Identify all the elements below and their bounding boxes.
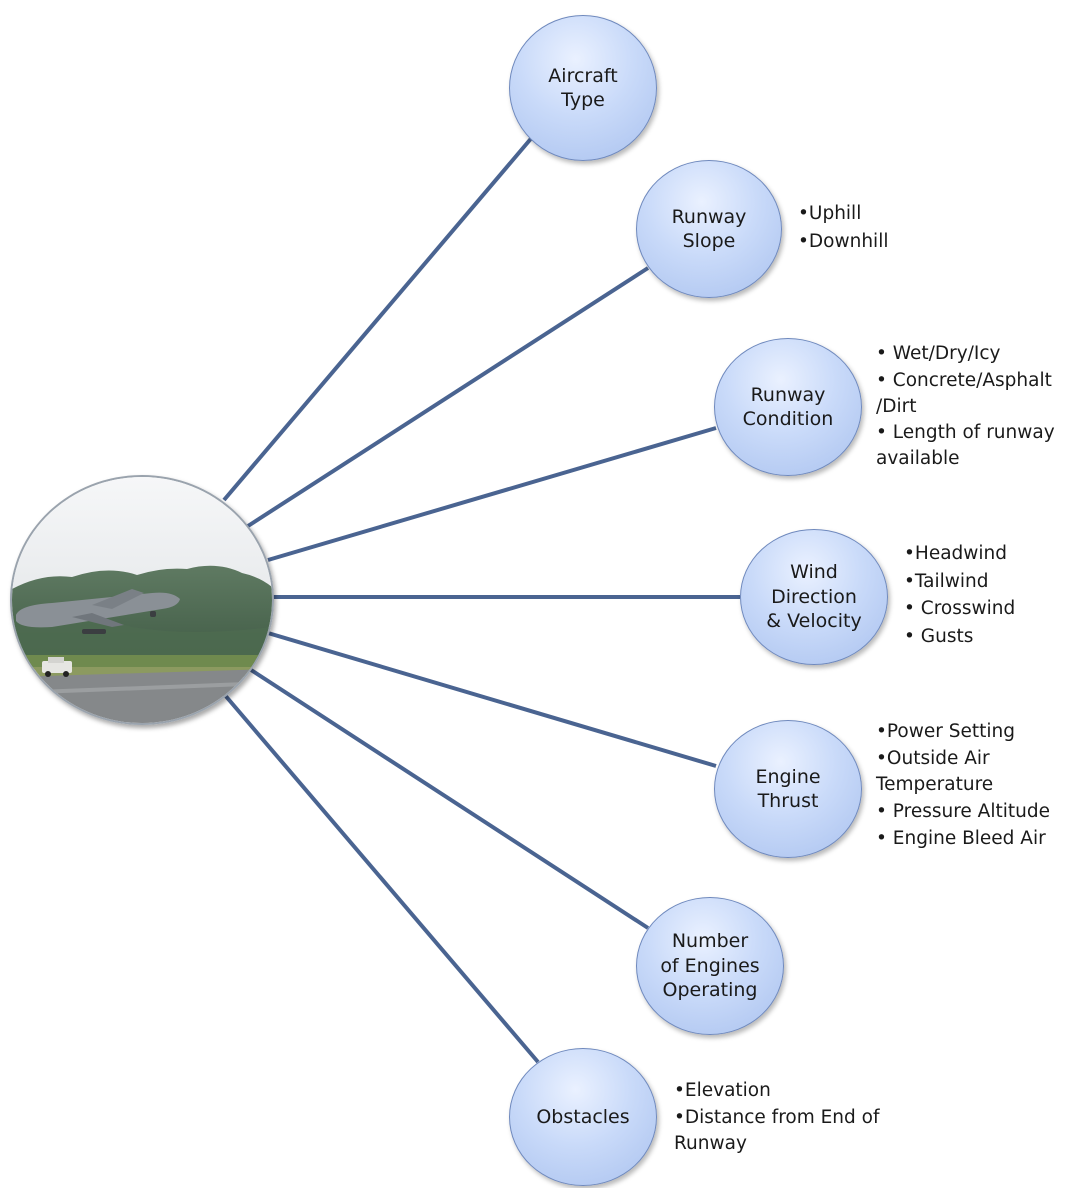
bullet-crosswind: • Crosswind (904, 598, 1016, 619)
connector-obstacles (222, 692, 540, 1064)
node-aircraft-type-label: Aircraft Type (548, 64, 618, 112)
bullet-pressure-altitude: • Pressure Altitude (876, 800, 1050, 822)
node-wind-label: Wind Direction & Velocity (766, 561, 862, 633)
node-runway-slope: Runway Slope (636, 160, 782, 298)
bullet-downhill: •Downhill (798, 230, 889, 252)
node-obstacles-label: Obstacles (536, 1105, 630, 1128)
bullet-gusts: • Gusts (904, 625, 974, 647)
bullet-surface-type: • Concrete/Asphalt /Dirt (876, 369, 1052, 417)
node-engines-operating-label: Number of Engines Operating (660, 930, 760, 1002)
node-runway-condition: Runway Condition (714, 338, 862, 476)
node-engine-thrust-label: Engine Thrust (755, 765, 821, 813)
connector-engine-thrust (267, 631, 717, 768)
ground-vehicle (42, 657, 72, 677)
bullet-headwind: •Headwind (904, 543, 1008, 564)
aircraft-takeoff-image (12, 477, 272, 723)
bullet-outside-air-temperature: •Outside Air Temperature (876, 747, 994, 795)
wind-bullets: •Headwind •Tailwind • Crosswind • Gusts (904, 540, 1015, 650)
connector-engines-operating (246, 666, 650, 930)
connector-runway-condition (267, 426, 717, 562)
runway-slope-bullets: •Uphill •Downhill (798, 200, 888, 255)
obstacles-bullets: •Elevation •Distance from End of Runway (674, 1077, 880, 1157)
bullet-distance-from-end: •Distance from End of Runway (674, 1106, 880, 1154)
connector-runway-slope (246, 266, 650, 528)
bullet-tailwind: •Tailwind (904, 570, 989, 592)
node-engines-operating: Number of Engines Operating (636, 897, 784, 1035)
aircraft-shape (16, 589, 180, 634)
engine-thrust-bullets: •Power Setting •Outside Air Temperature … (876, 718, 1050, 853)
bullet-wet-dry-icy: • Wet/Dry/Icy (876, 343, 1001, 364)
bullet-engine-bleed-air: • Engine Bleed Air (876, 828, 1046, 849)
aircraft-photo (10, 475, 274, 725)
bullet-power-setting: •Power Setting (876, 721, 1015, 742)
node-runway-slope-label: Runway Slope (671, 205, 747, 253)
bullet-uphill: •Uphill (798, 203, 862, 224)
bullet-elevation: •Elevation (674, 1080, 771, 1101)
node-obstacles: Obstacles (509, 1048, 657, 1186)
node-wind: Wind Direction & Velocity (740, 529, 888, 665)
connector-aircraft-type (222, 126, 542, 502)
runway-condition-bullets: • Wet/Dry/Icy • Concrete/Asphalt /Dirt •… (876, 340, 1055, 472)
node-aircraft-type: Aircraft Type (509, 15, 657, 161)
node-engine-thrust: Engine Thrust (714, 720, 862, 858)
bullet-runway-length: • Length of runway available (876, 421, 1055, 469)
node-runway-condition-label: Runway Condition (742, 383, 834, 431)
